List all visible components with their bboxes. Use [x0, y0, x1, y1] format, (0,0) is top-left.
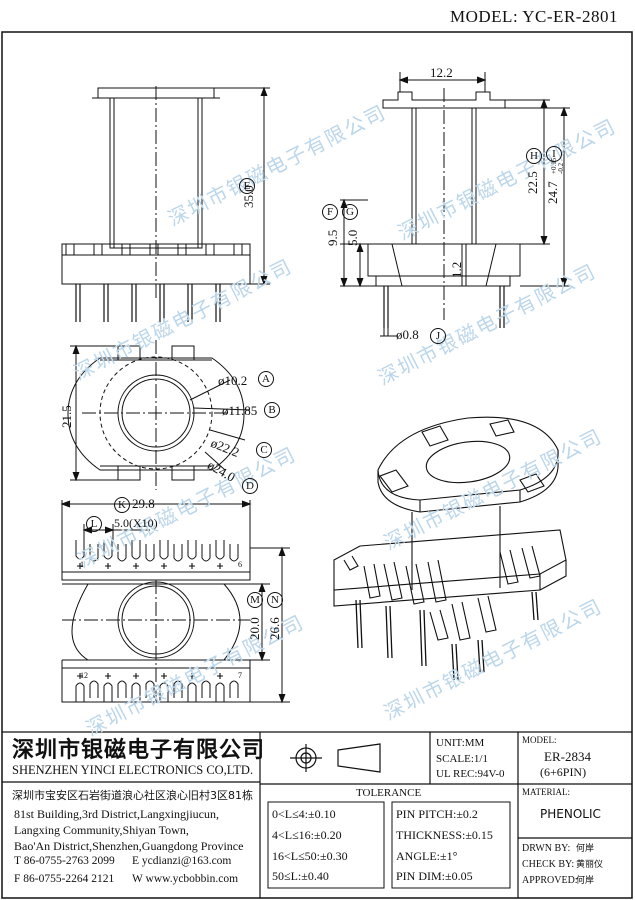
dim-M-value: 20.0 [247, 617, 262, 640]
dim-L-value: 5.0(X10) [114, 516, 158, 530]
approved-label: APPROVED: [522, 875, 578, 886]
callout-D: D [242, 478, 258, 494]
unit: UNIT:MM [436, 737, 485, 749]
front-view [61, 86, 270, 322]
dim-I-value: 24.7 [545, 181, 560, 204]
address-cn: 深圳市宝安区石岩街道浪心社区浪心旧村3区81栋 [12, 789, 253, 802]
drawn-by-label: DRWN BY: [522, 843, 571, 854]
callout-J: J [430, 328, 446, 344]
dim-pin-dia: ø0.8 [396, 327, 419, 342]
email: E ycdianzi@163.com [132, 855, 232, 867]
address-en-2: Langxing Community,Shiyan Town, [14, 823, 189, 837]
top-view [67, 340, 251, 490]
drawing-border [1, 31, 633, 899]
tolerance-row: 16<L≤50:±0.30 [272, 849, 348, 863]
tolerance-row: 50≤L:±0.40 [272, 869, 329, 883]
dim-top-width: 12.2 [430, 65, 453, 80]
model-header: MODEL: YC-ER-2801 [450, 7, 618, 26]
tolerance-row: 0<L≤4:±0.10 [272, 807, 336, 821]
drawn-by-name: 何岸 [576, 844, 595, 854]
dim-A-value: ø10.2 [218, 373, 248, 388]
model-box-value: ER-2834 [544, 749, 591, 764]
approved-name: 何岸 [576, 876, 595, 886]
callout-B: B [264, 402, 280, 418]
address-en-3: Bao'An District,Shenzhen,Guangdong Provi… [14, 839, 244, 853]
dim-F-value: 9.5 [325, 229, 340, 246]
callout-C: C [256, 442, 272, 458]
telephone: T 86-0755-2763 2099 [14, 855, 115, 867]
callout-K: K [114, 497, 130, 513]
callout-H: H [526, 148, 542, 164]
model-box-label: MODEL: [522, 735, 557, 745]
callout-E: E [239, 178, 255, 194]
tolerance-row: 4<L≤16:±0.20 [272, 828, 342, 842]
bottom-view [60, 500, 290, 704]
spec-row: PIN PITCH:±0.2 [396, 807, 478, 821]
dim-inner-offset: 1.2 [449, 261, 464, 278]
dim-H-value: 22.5 [525, 171, 540, 194]
callout-L: L [86, 516, 102, 532]
dim-B-value: ø11.85 [222, 403, 258, 418]
check-by-label: CHECK BY: [522, 859, 575, 870]
callout-I: I [546, 146, 562, 162]
scale: SCALE:1/1 [436, 753, 488, 765]
spec-row: THICKNESS:±0.15 [396, 828, 493, 842]
tolerance-title: TOLERANCE [356, 787, 422, 799]
material-label: MATERIAL: [522, 787, 570, 797]
check-by-name: 黄丽仪 [576, 860, 604, 870]
dim-I-tol-minus: -0.2 [557, 162, 565, 174]
dim-G-value: 5.0 [345, 229, 360, 246]
ul-rec: UL REC:94V-0 [436, 768, 505, 780]
dim-side-height: 21.5 [59, 405, 74, 428]
material-value: PHENOLIC [540, 807, 601, 821]
fax: F 86-0755-2264 2121 [14, 873, 115, 885]
callout-N: N [267, 592, 283, 608]
pin-label-1: 1 [80, 560, 84, 569]
side-view [340, 72, 570, 337]
title-block [2, 731, 632, 898]
dim-K-value: 29.8 [132, 496, 155, 511]
pin-label-6: 6 [238, 560, 242, 569]
website: W www.ycbobbin.com [132, 873, 239, 885]
callout-G: G [342, 204, 358, 220]
spec-row: ANGLE:±1° [396, 849, 458, 863]
model-box-pins: (6+6PIN) [540, 765, 587, 779]
pin-label-12: 12 [80, 671, 88, 680]
callout-F: F [322, 204, 338, 220]
callout-M: M [247, 592, 263, 608]
company-name-en: SHENZHEN YINCI ELECTRONICS CO,LTD. [12, 763, 254, 777]
spec-row: PIN DIM:±0.05 [396, 869, 473, 883]
dim-N-value: 26.6 [267, 617, 282, 640]
company-name-cn: 深圳市银磁电子有限公司 [12, 738, 266, 763]
callout-A: A [258, 371, 274, 387]
address-en-1: 81st Building,3rd District,Langxingjiucu… [14, 807, 219, 821]
pin-label-7: 7 [238, 671, 242, 680]
isometric-view [333, 416, 567, 681]
